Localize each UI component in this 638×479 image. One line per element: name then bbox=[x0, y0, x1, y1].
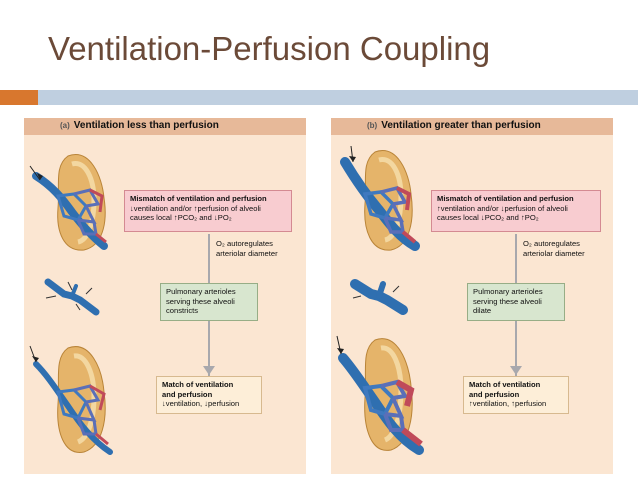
panel-b: (b)Ventilation greater than perfusion Mi… bbox=[331, 118, 613, 474]
panel-b-arrow-head bbox=[510, 366, 522, 375]
alveolus-bottom-illustration bbox=[29, 345, 113, 455]
panel-a-autoreg-note: O₂ autoregulates arteriolar diameter bbox=[216, 239, 278, 258]
panel-a-arterioles-line1: Pulmonary arterioles bbox=[166, 287, 236, 296]
panel-b-arterioles-line1: Pulmonary arterioles bbox=[473, 287, 543, 296]
panel-b-mismatch-line2: causes local ↓PCO₂ and ↑PO₂ bbox=[437, 213, 539, 222]
panel-b-autoreg-line1: O₂ autoregulates bbox=[523, 239, 580, 248]
panel-a-match-line3: ↓ventilation, ↓perfusion bbox=[162, 399, 240, 408]
panel-b-autoreg-note: O₂ autoregulates arteriolar diameter bbox=[523, 239, 585, 258]
accent-bar-blue bbox=[38, 90, 638, 105]
alveolus-top-dilated-illustration bbox=[340, 145, 420, 251]
panel-b-heading-text: Ventilation greater than perfusion bbox=[381, 120, 541, 131]
accent-bar-orange bbox=[0, 90, 38, 105]
panel-b-autoreg-line2: arteriolar diameter bbox=[523, 248, 585, 258]
panel-a-mismatch-line1: ↓ventilation and/or ↑perfusion of alveol… bbox=[130, 203, 261, 213]
panel-a-match-line2: and perfusion bbox=[162, 389, 213, 399]
panel-b-arterioles-box: Pulmonary arterioles serving these alveo… bbox=[467, 283, 565, 321]
panel-a-arterioles-line2: serving these alveoli bbox=[166, 296, 235, 306]
panel-b-heading: (b)Ventilation greater than perfusion bbox=[367, 120, 541, 131]
panel-a-arrow-head bbox=[203, 366, 215, 375]
panel-a-mismatch-box: Mismatch of ventilation and perfusion ↓v… bbox=[124, 190, 292, 232]
panel-a-header: (a)Ventilation less than perfusion bbox=[24, 118, 306, 135]
panel-b-match-box: Match of ventilation and perfusion ↑vent… bbox=[463, 376, 569, 414]
panel-a-autoreg-line2: arteriolar diameter bbox=[216, 248, 278, 258]
alveolus-top-illustration bbox=[29, 154, 108, 251]
panel-b-arterioles-line3: dilate bbox=[473, 306, 492, 315]
panel-b-mismatch-box: Mismatch of ventilation and perfusion ↑v… bbox=[431, 190, 601, 232]
arteriole-dilated-icon bbox=[350, 279, 408, 315]
panel-b-match-line3: ↑ventilation, ↑perfusion bbox=[469, 399, 547, 408]
panel-b-match-line1: Match of ventilation bbox=[469, 380, 541, 389]
panel-b-mismatch-title: Mismatch of ventilation and perfusion bbox=[437, 194, 574, 203]
panel-a-heading-text: Ventilation less than perfusion bbox=[73, 120, 219, 131]
panel-a-mismatch-line2: causes local ↑PCO₂ and ↓PO₂ bbox=[130, 213, 232, 222]
alveolus-bottom-dilated-illustration bbox=[336, 335, 424, 455]
panel-b-arterioles-line2: serving these alveoli bbox=[473, 296, 542, 306]
panel-a-arterioles-line3: constricts bbox=[166, 306, 199, 315]
slide-title: Ventilation-Perfusion Coupling bbox=[48, 30, 491, 67]
panel-a-heading: (a)Ventilation less than perfusion bbox=[60, 120, 219, 131]
panel-a-arterioles-box: Pulmonary arterioles serving these alveo… bbox=[160, 283, 258, 321]
panel-b-mismatch-line1: ↑ventilation and/or ↓perfusion of alveol… bbox=[437, 203, 568, 213]
panel-a-match-line1: Match of ventilation bbox=[162, 380, 234, 389]
panel-a-autoreg-line1: O₂ autoregulates bbox=[216, 239, 273, 248]
panel-a: (a)Ventilation less than perfusion Misma… bbox=[24, 118, 306, 474]
arteriole-constricted-icon bbox=[44, 278, 100, 316]
panel-b-match-line2: and perfusion bbox=[469, 389, 520, 399]
panel-a-match-box: Match of ventilation and perfusion ↓vent… bbox=[156, 376, 262, 414]
panel-b-header: (b)Ventilation greater than perfusion bbox=[331, 118, 613, 135]
panel-a-letter: (a) bbox=[60, 121, 70, 130]
panel-a-mismatch-title: Mismatch of ventilation and perfusion bbox=[130, 194, 267, 203]
panel-b-letter: (b) bbox=[367, 121, 378, 130]
